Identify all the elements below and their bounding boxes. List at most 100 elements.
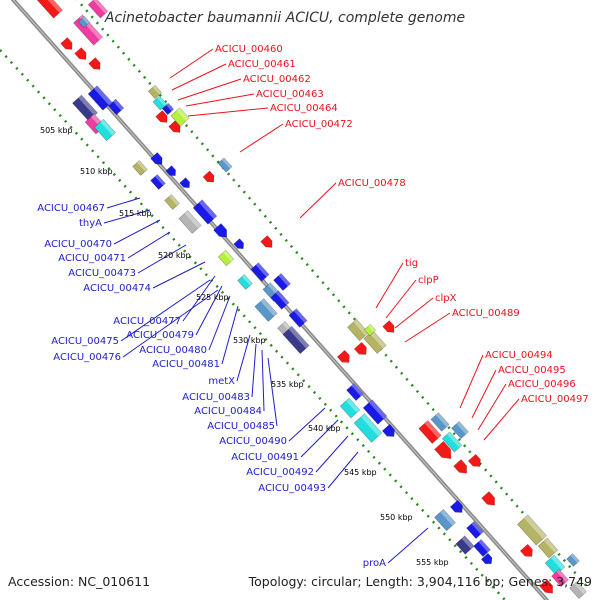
kbp-scale-label: 505 kbp bbox=[40, 126, 73, 135]
gene-glyph bbox=[537, 537, 559, 559]
forward-leader-line bbox=[239, 123, 284, 153]
reverse-gene-label[interactable]: ACICU_00470 bbox=[44, 239, 112, 250]
forward-gene-label[interactable]: ACICU_00472 bbox=[285, 119, 353, 130]
gene-glyph bbox=[453, 459, 467, 474]
forward-gene-label[interactable]: ACICU_00495 bbox=[498, 365, 566, 376]
forward-gene-label[interactable]: ACICU_00461 bbox=[228, 59, 296, 70]
gene-glyph bbox=[382, 320, 395, 333]
reverse-gene-label[interactable]: ACICU_00467 bbox=[37, 203, 105, 214]
forward-gene-label[interactable]: ACICU_00496 bbox=[508, 379, 576, 390]
gene-glyph bbox=[347, 318, 369, 342]
forward-leader-line bbox=[299, 182, 337, 219]
forward-gene-label[interactable]: ACICU_00463 bbox=[256, 89, 324, 100]
reverse-leader-line bbox=[315, 435, 349, 473]
kbp-scale-label: 540 kbp bbox=[308, 424, 341, 433]
reverse-leader-line bbox=[208, 295, 231, 351]
kbp-scale-label: 530 kbp bbox=[233, 336, 266, 345]
reverse-gene-label[interactable]: ACICU_00474 bbox=[83, 283, 151, 294]
forward-leader-line bbox=[177, 78, 242, 101]
gene-glyph bbox=[539, 579, 553, 594]
reverse-gene-label[interactable]: ACICU_00481 bbox=[152, 359, 220, 370]
reverse-leader-line bbox=[236, 334, 251, 382]
genome-summary-text: Topology: circular; Length: 3,904,116 bp… bbox=[248, 574, 592, 589]
map-title: Acinetobacter baumannii ACICU, complete … bbox=[104, 10, 465, 26]
reverse-gene-label[interactable]: ACICU_00493 bbox=[258, 483, 326, 494]
forward-gene-label[interactable]: ACICU_00489 bbox=[452, 308, 520, 319]
reverse-gene-label[interactable]: metX bbox=[208, 376, 235, 387]
reverse-leader-line bbox=[122, 289, 219, 358]
kbp-scale-label: 545 kbp bbox=[344, 468, 377, 477]
gene-glyph bbox=[467, 453, 481, 467]
gene-glyph bbox=[362, 399, 388, 425]
reverse-gene-label[interactable]: ACICU_00491 bbox=[231, 452, 299, 463]
forward-gene-label[interactable]: ACICU_00478 bbox=[338, 178, 406, 189]
gene-glyph bbox=[270, 290, 290, 310]
reverse-gene-label[interactable]: ACICU_00480 bbox=[139, 345, 207, 356]
forward-gene-label[interactable]: clpX bbox=[435, 293, 457, 304]
gene-labels: ACICU_00460ACICU_00461ACICU_00462ACICU_0… bbox=[37, 44, 588, 569]
kbp-scale-label: 520 kbp bbox=[158, 251, 191, 260]
reverse-gene-label[interactable]: ACICU_00479 bbox=[126, 330, 194, 341]
reverse-gene-label[interactable]: thyA bbox=[79, 218, 102, 229]
forward-gene-label[interactable]: ACICU_00462 bbox=[243, 74, 311, 85]
forward-gene-label[interactable]: ACICU_00497 bbox=[521, 394, 589, 405]
gene-glyph bbox=[87, 85, 113, 111]
reverse-gene-label[interactable]: ACICU_00484 bbox=[194, 406, 262, 417]
gene-glyph bbox=[455, 535, 475, 555]
gene-glyph bbox=[73, 14, 103, 46]
gene-glyph bbox=[441, 431, 463, 453]
gene-glyph bbox=[107, 98, 125, 116]
reverse-leader-line bbox=[251, 343, 257, 398]
gene-glyph bbox=[353, 341, 367, 355]
forward-leader-line bbox=[171, 63, 227, 91]
reverse-gene-label[interactable]: proA bbox=[363, 558, 386, 569]
gene-glyph bbox=[250, 262, 270, 282]
reverse-gene-label[interactable]: ACICU_00490 bbox=[219, 436, 287, 447]
reverse-gene-label[interactable]: ACICU_00476 bbox=[53, 352, 121, 363]
reverse-gene-label[interactable]: ACICU_00485 bbox=[207, 421, 275, 432]
kbp-scale-label: 555 kbp bbox=[416, 558, 449, 567]
gene-glyph bbox=[178, 210, 202, 234]
reverse-leader-line bbox=[103, 209, 151, 224]
gene-glyph bbox=[473, 539, 491, 557]
reverse-gene-label[interactable]: ACICU_00483 bbox=[182, 392, 250, 403]
forward-gene-label[interactable]: clpP bbox=[418, 275, 439, 286]
reverse-leader-line bbox=[261, 349, 265, 412]
gene-glyph bbox=[466, 521, 484, 539]
forward-gene-label[interactable]: ACICU_00464 bbox=[270, 103, 338, 114]
forward-leader-line bbox=[483, 398, 520, 441]
reverse-gene-label[interactable]: ACICU_00473 bbox=[68, 268, 136, 279]
forward-gene-label[interactable]: ACICU_00460 bbox=[215, 44, 283, 55]
gene-glyph bbox=[551, 569, 569, 587]
gene-glyph bbox=[480, 552, 493, 565]
reverse-leader-line bbox=[113, 219, 161, 245]
gene-glyph bbox=[179, 177, 190, 188]
kbp-scale-label: 550 kbp bbox=[380, 513, 413, 522]
gene-glyph bbox=[77, 15, 91, 29]
gene-glyph bbox=[217, 157, 233, 173]
gene-glyph bbox=[363, 330, 387, 354]
gene-glyph bbox=[217, 249, 235, 267]
reverse-leader-line bbox=[127, 231, 171, 259]
forward-gene-label[interactable]: tig bbox=[405, 258, 418, 269]
reverse-gene-label[interactable]: ACICU_00477 bbox=[113, 316, 181, 327]
reverse-gene-label[interactable]: ACICU_00471 bbox=[58, 253, 126, 264]
forward-leader-line bbox=[187, 107, 269, 117]
reverse-leader-line bbox=[288, 407, 326, 442]
inner-dot-line bbox=[0, 49, 506, 600]
gene-glyph bbox=[150, 152, 163, 165]
gene-glyph bbox=[569, 581, 587, 599]
forward-gene-label[interactable]: ACICU_00494 bbox=[485, 350, 553, 361]
gene-glyph bbox=[213, 223, 227, 238]
gene-glyph bbox=[33, 0, 63, 19]
reverse-gene-label[interactable]: ACICU_00475 bbox=[51, 336, 119, 347]
gene-glyph bbox=[363, 323, 377, 337]
gene-glyph bbox=[481, 491, 495, 506]
forward-leader-line bbox=[385, 279, 417, 319]
reverse-gene-label[interactable]: ACICU_00492 bbox=[246, 467, 314, 478]
gene-glyph bbox=[260, 235, 273, 248]
gene-glyph bbox=[152, 95, 168, 111]
